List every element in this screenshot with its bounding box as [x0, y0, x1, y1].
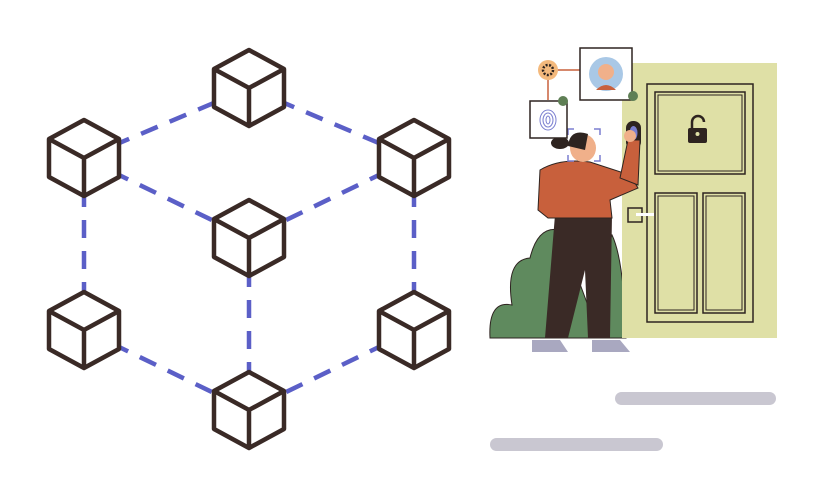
grey-bar-bottom [490, 438, 663, 451]
grey-bar-top [615, 392, 776, 405]
cube-icon [211, 197, 287, 279]
cube-icon [211, 47, 287, 129]
verification-panel [529, 47, 638, 139]
cube-icon [376, 289, 452, 371]
cube-icon [211, 369, 287, 451]
cube-icon [46, 289, 122, 371]
check-icon [558, 96, 568, 106]
door [622, 63, 777, 338]
cube-icon [46, 117, 122, 199]
gear-icon [538, 60, 558, 80]
check-icon [628, 91, 638, 101]
cube-icon [376, 117, 452, 199]
fingerprint-icon [539, 109, 557, 131]
person [532, 128, 641, 352]
smart-door-scene [489, 47, 777, 451]
fingerprint-card [529, 100, 568, 139]
face-scan-frame [567, 128, 601, 162]
blockchain-network [46, 47, 452, 451]
unlocked-padlock-icon [688, 114, 707, 143]
